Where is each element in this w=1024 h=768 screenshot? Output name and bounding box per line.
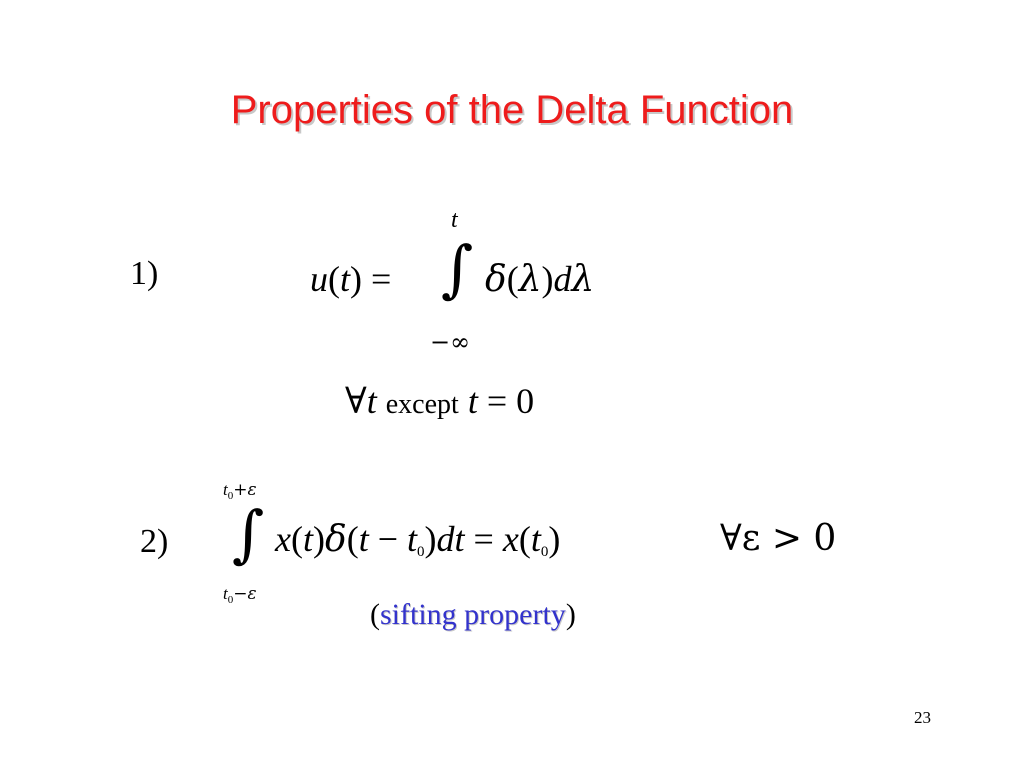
differential-d: d <box>553 259 572 299</box>
dt: dt <box>436 519 465 559</box>
property-1-lower-limit: −∞ <box>430 328 471 356</box>
page-number: 23 <box>914 708 931 727</box>
upper-limit-t: t <box>223 480 228 499</box>
integral-icon: ∫ <box>441 232 474 305</box>
rhs-t0-var: t <box>530 519 541 559</box>
lambda-differential: λ <box>571 259 595 300</box>
condition-t-2: t <box>467 381 478 421</box>
property-1-condition: ∀t except t = 0 <box>345 381 535 422</box>
property-1-upper-limit: t <box>451 207 458 233</box>
forall-icon: ∀ <box>345 381 367 422</box>
x-var: t <box>302 519 313 559</box>
t0-sub: 0 <box>417 544 425 560</box>
property-2-condition: ∀ε > 0 <box>720 518 837 559</box>
x-function-rhs: x <box>502 519 519 559</box>
upper-limit-sub: 0 <box>227 490 234 502</box>
sifting-note: (sifting property) <box>370 598 576 631</box>
lower-limit-epsilon: −ε <box>233 584 257 604</box>
sifting-property-text: sifting property <box>380 598 566 631</box>
condition-zero: 0 <box>516 381 535 421</box>
lower-limit-t: t <box>223 584 228 603</box>
property-2-label: 2) <box>140 523 169 560</box>
property-2-equation: x(t)δ(t − t0)dt = x(t0) <box>275 519 561 560</box>
property-1-label: 1) <box>130 255 159 292</box>
delta-var: t <box>358 519 369 559</box>
lambda-variable: λ <box>518 259 542 300</box>
property-1-integrand: δ(λ)dλ <box>485 259 595 300</box>
u-function: u <box>310 259 328 299</box>
property-1-lhs: u(t) = <box>310 259 392 299</box>
upper-limit-epsilon: +ε <box>233 480 257 500</box>
property-2-upper-limit: t0+ε <box>223 480 257 502</box>
delta-symbol-2: δ <box>325 519 347 560</box>
condition-t: t <box>366 381 377 421</box>
slide-title: Properties of the Delta Function <box>230 88 794 132</box>
rhs-t0-sub: 0 <box>540 544 549 560</box>
x-function: x <box>275 519 291 559</box>
except-word: except <box>385 389 459 420</box>
integral-icon-2: ∫ <box>232 497 265 570</box>
lower-limit-sub: 0 <box>227 594 234 606</box>
property-2-lower-limit: t0−ε <box>223 584 257 606</box>
t0-var: t <box>407 519 418 559</box>
t-variable: t <box>340 259 351 299</box>
delta-symbol: δ <box>485 259 507 300</box>
